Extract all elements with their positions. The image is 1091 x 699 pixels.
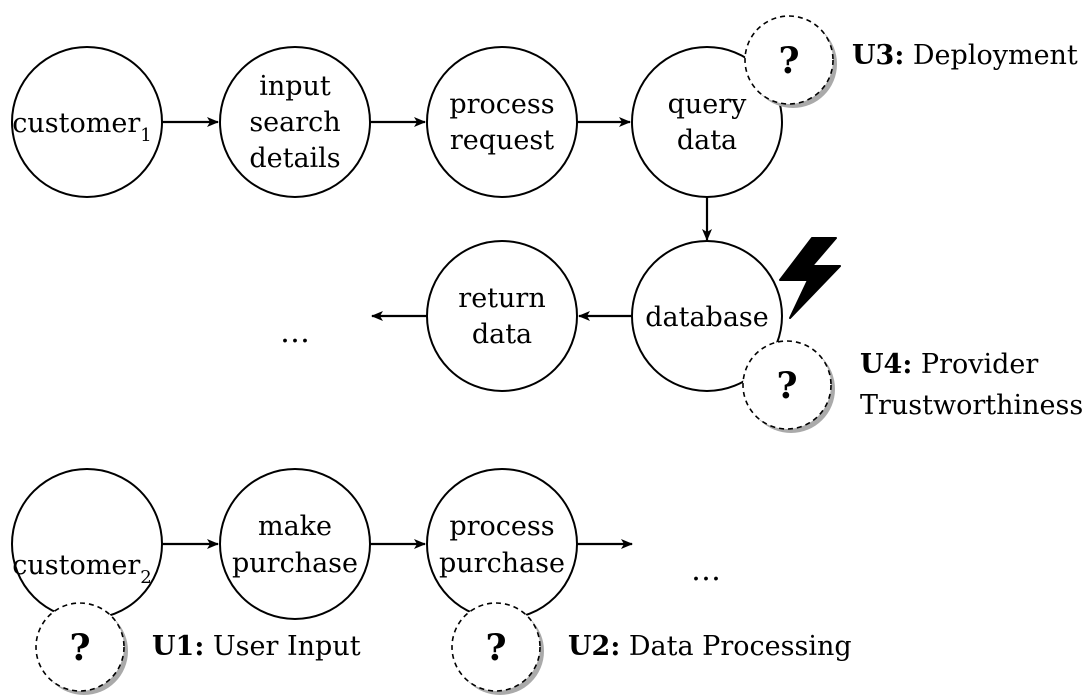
u4-text-line-2: Trustworthiness (860, 390, 1083, 421)
svg-text:customer1: customer1 (12, 108, 151, 146)
process-purchase-line-1: process (449, 511, 554, 542)
return-data-line-1: return (458, 283, 545, 314)
u1-text: User Input (213, 631, 361, 662)
uncertainty-u1-label: U1: User Input (152, 631, 361, 662)
process-request-line-2: request (450, 125, 554, 156)
row3-ellipsis: … (691, 553, 721, 588)
lightning-bolt-icon (779, 237, 841, 319)
query-data-line-2: data (677, 125, 737, 156)
uncertainty-u3-label: U3: Deployment (852, 40, 1078, 71)
u2-code: U2: (568, 631, 620, 662)
database-label: database (645, 302, 769, 333)
node-process-request: process request (426, 46, 578, 198)
input-search-line-1: input (259, 71, 331, 102)
svg-text:customer2: customer2 (12, 550, 151, 588)
question-mark-icon: ? (69, 627, 90, 669)
u4-text-line-1: Provider (921, 349, 1038, 380)
question-mark-icon: ? (776, 365, 797, 407)
node-customer2: customer2 (11, 468, 163, 620)
customer2-subscript: 2 (140, 567, 151, 588)
u4-code: U4: (860, 349, 912, 380)
input-search-line-2: search (249, 107, 340, 138)
customer1-subscript: 1 (140, 125, 151, 146)
u3-text: Deployment (913, 40, 1078, 71)
make-purchase-line-2: purchase (232, 548, 358, 579)
row2-ellipsis: … (280, 315, 310, 350)
make-purchase-line-1: make (258, 511, 332, 542)
process-request-line-1: process (449, 89, 554, 120)
return-data-line-2: data (472, 319, 532, 350)
u2-text: Data Processing (629, 631, 852, 662)
input-search-line-3: details (249, 143, 340, 174)
node-input-search-details: input search details (219, 46, 371, 198)
uncertainty-u1-bubble: ? (35, 602, 128, 695)
node-make-purchase: make purchase (219, 468, 371, 620)
node-customer1: customer1 (11, 46, 163, 198)
node-return-data: return data (426, 240, 578, 392)
uncertainty-u4-bubble: ? (742, 340, 835, 433)
uncertainty-u3-bubble: ? (744, 15, 837, 108)
customer1-label: customer (12, 108, 140, 139)
query-data-line-1: query (668, 89, 748, 120)
question-mark-icon: ? (485, 627, 506, 669)
node-process-purchase: process purchase (426, 468, 578, 620)
process-purchase-line-2: purchase (439, 548, 565, 579)
u3-code: U3: (852, 40, 904, 71)
uncertainty-u2-label: U2: Data Processing (568, 631, 852, 662)
u1-code: U1: (152, 631, 204, 662)
customer2-label: customer (12, 550, 140, 581)
node-query-data: query data (631, 46, 783, 198)
uncertainty-u2-bubble: ? (451, 602, 544, 695)
uncertainty-u4-label: U4: Provider (860, 349, 1038, 380)
question-mark-icon: ? (778, 40, 799, 82)
